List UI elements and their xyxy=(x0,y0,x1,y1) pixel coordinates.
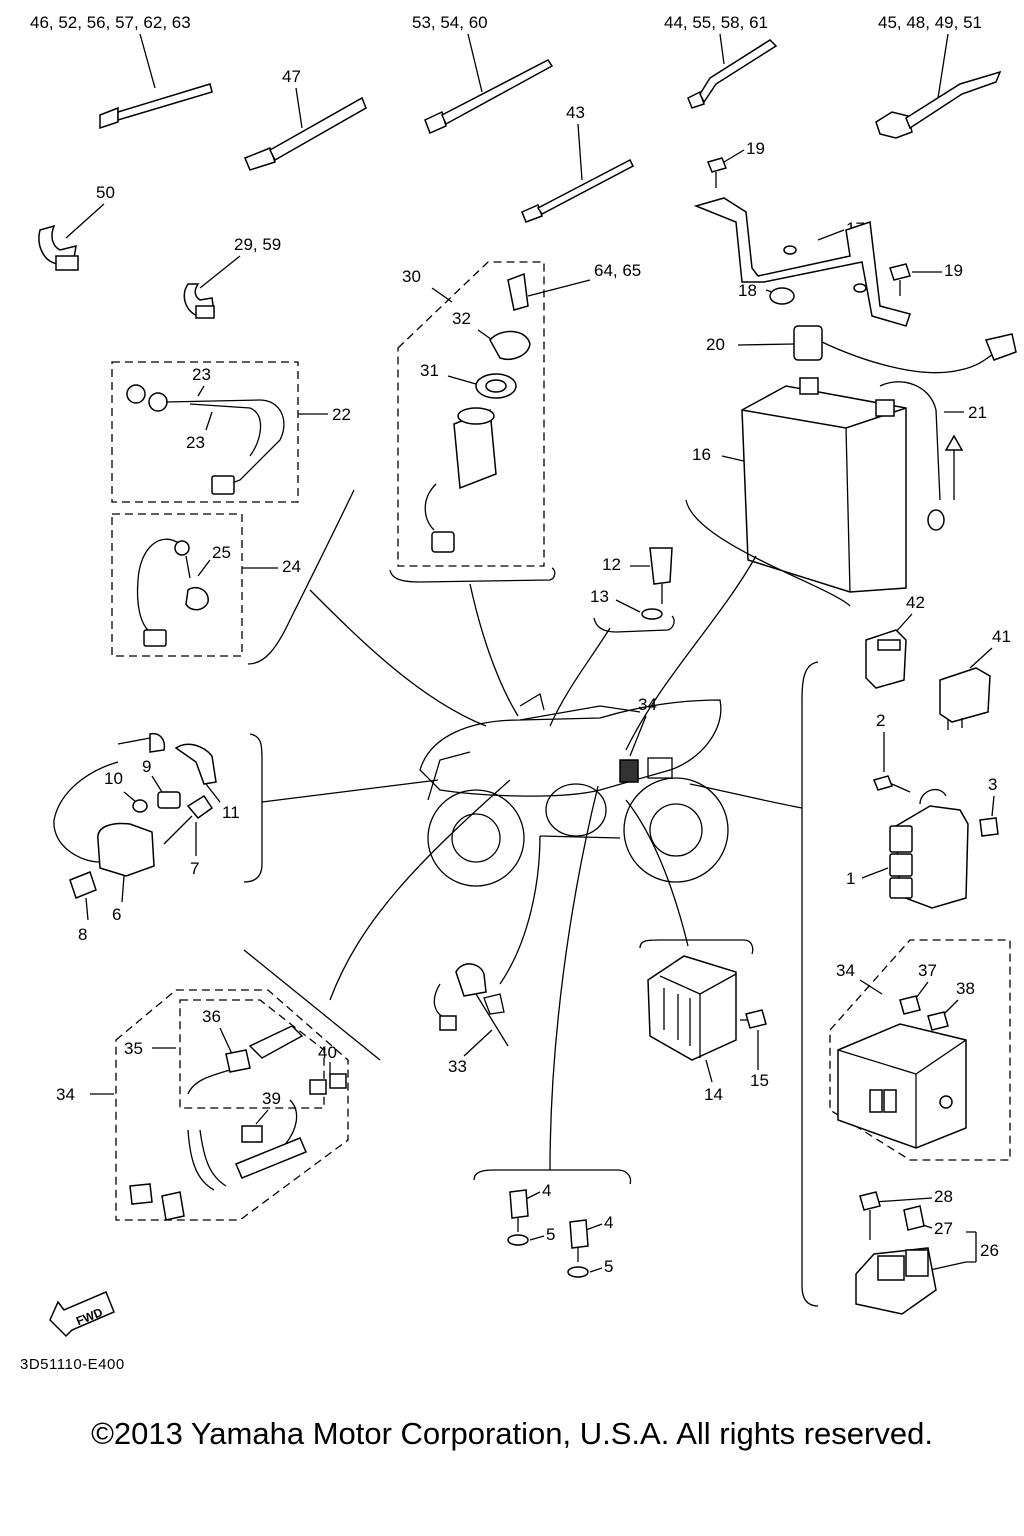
callout-33: 33 xyxy=(448,1057,467,1076)
callout-30: 30 xyxy=(402,267,421,286)
callout-5-a: 5 xyxy=(546,1225,555,1244)
callout-27: 27 xyxy=(934,1219,953,1238)
relay-42: 42 xyxy=(865,593,925,689)
leader-12 xyxy=(549,627,611,727)
callout-8: 8 xyxy=(78,925,87,944)
callout-45-48-49-51: 45, 48, 49, 51 xyxy=(878,13,982,32)
callout-14: 14 xyxy=(704,1085,723,1104)
callout-38: 38 xyxy=(956,979,975,998)
callout-9: 9 xyxy=(142,757,151,776)
callout-42: 42 xyxy=(906,593,925,612)
clamp-50: 50 xyxy=(38,183,115,271)
callout-50: 50 xyxy=(96,183,115,202)
callout-5-b: 5 xyxy=(604,1257,613,1276)
callout-25: 25 xyxy=(212,543,231,562)
right-group-bracket xyxy=(801,661,819,1307)
leader-right xyxy=(689,783,803,809)
leader-34-harness xyxy=(329,779,511,1001)
atv-vehicle: 34 xyxy=(419,692,729,887)
cable-tie-44-55-58-61: 44, 55, 58, 61 xyxy=(664,13,778,109)
callout-11: 11 xyxy=(222,803,240,822)
fuse-box-group-34: 34 37 38 xyxy=(829,939,1011,1161)
callout-39: 39 xyxy=(262,1089,281,1108)
leader-4-5 xyxy=(549,785,599,1171)
callout-44-55-58-61: 44, 55, 58, 61 xyxy=(664,13,768,32)
callout-41: 41 xyxy=(992,627,1011,646)
callout-28: 28 xyxy=(934,1187,953,1206)
battery-16: 16 xyxy=(685,377,907,607)
leader-22-24 xyxy=(309,589,487,727)
fwd-arrow-icon: FWD xyxy=(49,1291,115,1338)
copyright-notice: ©2013 Yamaha Motor Corporation, U.S.A. A… xyxy=(91,1416,933,1451)
callout-34-atv: 34 xyxy=(638,695,657,714)
callout-12: 12 xyxy=(602,555,621,574)
battery-cable-20: 20 xyxy=(706,325,1017,374)
leader-16 xyxy=(625,555,757,751)
bolts-4-5: 4 5 4 5 xyxy=(473,1169,632,1278)
battery-bracket-17: 19 17 18 19 xyxy=(693,139,963,327)
lead-group-22: 22 23 23 xyxy=(111,361,351,503)
callout-37: 37 xyxy=(918,961,937,980)
callout-23-a: 23 xyxy=(192,365,211,384)
callout-53-54-60: 53, 54, 60 xyxy=(412,13,488,32)
callout-23-b: 23 xyxy=(186,433,205,452)
ignition-coil-group: 9 10 11 6 7 8 xyxy=(53,732,439,944)
callout-29-59: 29, 59 xyxy=(234,235,281,254)
callout-22: 22 xyxy=(332,405,351,424)
main-switch-group-30: 30 64, 65 32 31 xyxy=(389,261,641,583)
cdi-unit-1: 2 3 1 xyxy=(846,711,999,909)
sensor-12-13: 12 13 xyxy=(590,547,675,633)
callout-3: 3 xyxy=(988,775,997,794)
callout-34-harness: 34 xyxy=(56,1085,75,1104)
callout-43: 43 xyxy=(566,103,585,122)
callout-46-52-56-57-62-63: 46, 52, 56, 57, 62, 63 xyxy=(30,13,191,32)
callout-21: 21 xyxy=(968,403,987,422)
callout-4-b: 4 xyxy=(604,1213,613,1232)
callout-19-right: 19 xyxy=(944,261,963,280)
callout-19-top: 19 xyxy=(746,139,765,158)
callout-16: 16 xyxy=(692,445,711,464)
battery-cable-21: 21 xyxy=(879,381,987,531)
rectifier-14: 14 15 xyxy=(639,939,769,1104)
callout-13: 13 xyxy=(590,587,609,606)
callout-40: 40 xyxy=(318,1043,337,1062)
callout-34-fuse: 34 xyxy=(836,961,855,980)
callout-18: 18 xyxy=(738,281,757,300)
callout-6: 6 xyxy=(112,905,121,924)
callout-64-65: 64, 65 xyxy=(594,261,641,280)
cable-tie-47: 47 xyxy=(244,67,367,171)
callout-20: 20 xyxy=(706,335,725,354)
callout-2: 2 xyxy=(876,711,885,730)
cable-tie-53-54-60: 53, 54, 60 xyxy=(412,13,554,135)
callout-24: 24 xyxy=(282,557,301,576)
relay-41: 41 xyxy=(939,627,1011,730)
cable-tie-group-1: 46, 52, 56, 57, 62, 63 xyxy=(30,13,213,130)
lead-group-24: 24 25 xyxy=(111,489,355,665)
callout-7: 7 xyxy=(190,859,199,878)
harness-group-34: 35 36 34 40 39 xyxy=(56,949,381,1221)
callout-1: 1 xyxy=(846,869,855,888)
leader-14 xyxy=(625,799,689,947)
callout-4-a: 4 xyxy=(542,1181,551,1200)
leader-33 xyxy=(499,835,541,985)
callout-31: 31 xyxy=(420,361,439,380)
cable-tie-43: 43 xyxy=(521,103,634,223)
starter-relay-26: 28 27 26 xyxy=(855,1187,999,1315)
clamp-29-59: 29, 59 xyxy=(183,235,281,319)
drawing-id: 3D51110-E400 xyxy=(20,1356,125,1373)
callout-32: 32 xyxy=(452,309,471,328)
callout-10: 10 xyxy=(104,769,123,788)
callout-26: 26 xyxy=(980,1241,999,1260)
cable-tie-45-48-49-51: 45, 48, 49, 51 xyxy=(875,13,1002,139)
leader-30 xyxy=(469,583,519,717)
switch-33: 33 xyxy=(433,963,509,1076)
callout-35: 35 xyxy=(124,1039,143,1058)
callout-47: 47 xyxy=(282,67,301,86)
callout-36: 36 xyxy=(202,1007,221,1026)
callout-15: 15 xyxy=(750,1071,769,1090)
